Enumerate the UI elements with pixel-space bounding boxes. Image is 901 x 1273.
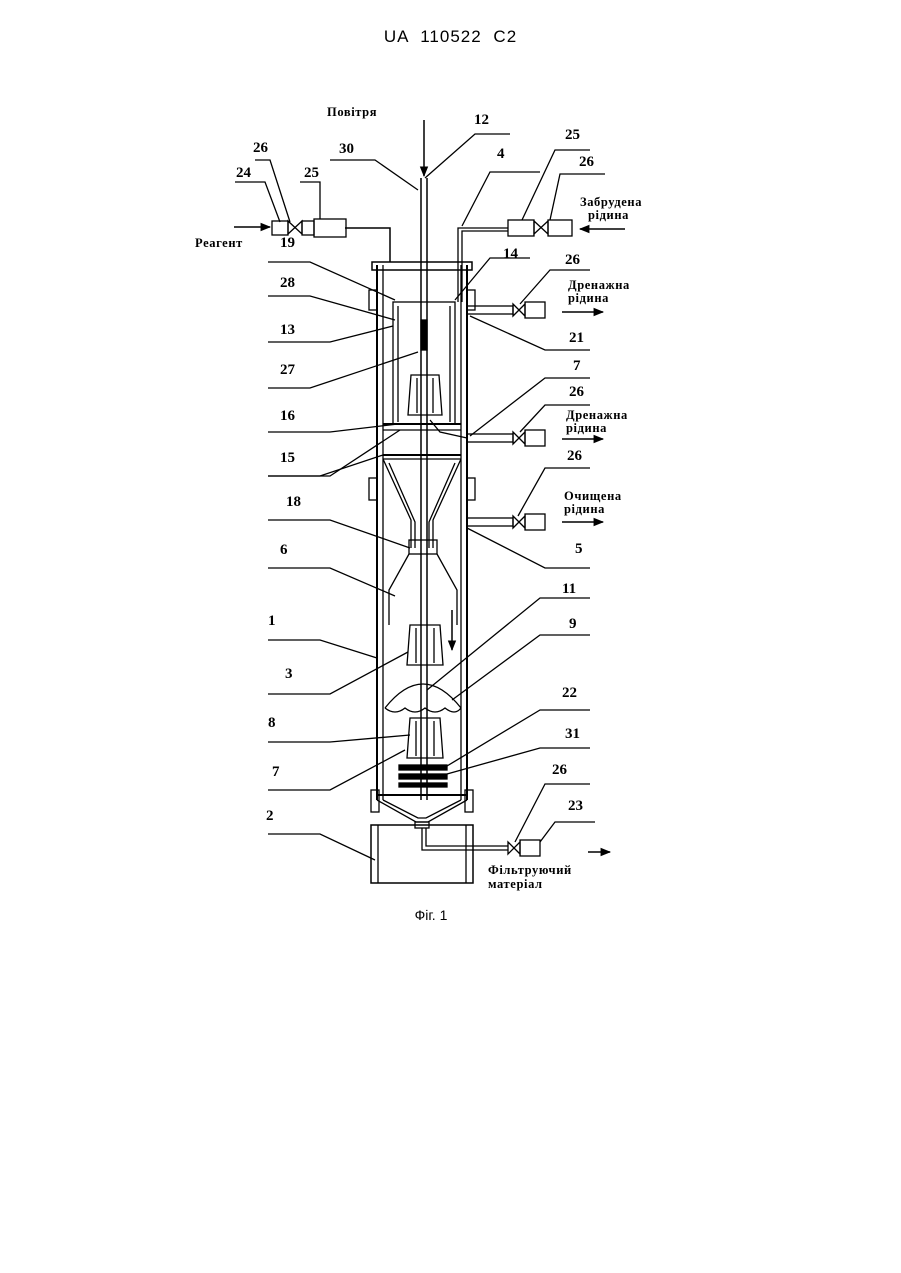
part-30: 30 <box>339 141 354 157</box>
figure-caption: Фіг. 1 <box>0 907 862 923</box>
part-23: 23 <box>568 798 583 814</box>
part-14: 14 <box>503 246 519 262</box>
stream-labels: Повітря Реагент Забрудена рідина Дренажн… <box>195 105 642 891</box>
part-15: 15 <box>280 450 295 466</box>
label-contaminated-1: Забрудена <box>580 195 642 209</box>
label-drain-mid-2: рідина <box>566 421 607 435</box>
label-air: Повітря <box>327 105 377 119</box>
part-7-lower: 7 <box>272 764 280 780</box>
part-5: 5 <box>575 541 583 557</box>
label-reagent: Реагент <box>195 236 243 250</box>
part-26-drain-top: 26 <box>565 252 581 268</box>
part-4: 4 <box>497 146 505 162</box>
part-26-drain-mid: 26 <box>569 384 585 400</box>
part-9: 9 <box>569 616 577 632</box>
part-26-left-top: 26 <box>253 140 269 156</box>
part-26-purified: 26 <box>567 448 583 464</box>
part-3: 3 <box>285 666 293 682</box>
label-drain-top-2: рідина <box>568 291 609 305</box>
part-25-right: 25 <box>565 127 580 143</box>
part-11: 11 <box>562 581 576 597</box>
part-16: 16 <box>280 408 296 424</box>
part-18: 18 <box>286 494 301 510</box>
part-22: 22 <box>562 685 577 701</box>
part-24: 24 <box>236 165 252 181</box>
part-13: 13 <box>280 322 295 338</box>
part-21: 21 <box>569 330 584 346</box>
part-26-bottom: 26 <box>552 762 568 778</box>
part-8: 8 <box>268 715 276 731</box>
label-filter-2: матеріал <box>488 877 543 891</box>
part-2: 2 <box>266 808 274 824</box>
label-drain-top-1: Дренажна <box>568 278 630 292</box>
part-26-right-top: 26 <box>579 154 595 170</box>
label-contaminated-2: рідина <box>588 208 629 222</box>
part-28: 28 <box>280 275 295 291</box>
label-drain-mid-1: Дренажна <box>566 408 628 422</box>
part-27: 27 <box>280 362 296 378</box>
label-purified-2: рідина <box>564 502 605 516</box>
part-1: 1 <box>268 613 276 629</box>
part-25-left: 25 <box>304 165 319 181</box>
part-12: 12 <box>474 112 489 128</box>
part-6: 6 <box>280 542 288 558</box>
part-31: 31 <box>565 726 580 742</box>
part-7-upper: 7 <box>573 358 581 374</box>
label-purified-1: Очищена <box>564 489 622 503</box>
label-filter-1: Фільтруючий <box>488 863 572 877</box>
part-number-labels: 12 30 4 25 26 26 24 25 19 14 26 28 13 21… <box>236 112 595 824</box>
part-19: 19 <box>280 235 295 251</box>
